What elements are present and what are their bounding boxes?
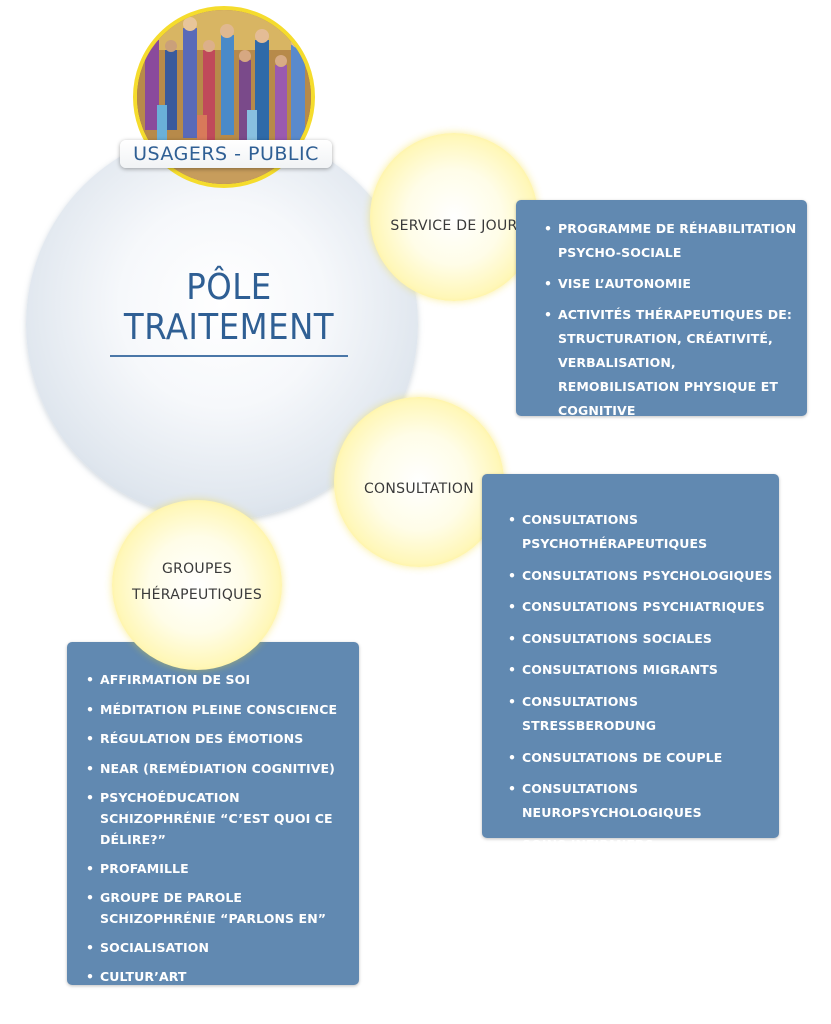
list-item: AFFIRMATION DE SOI xyxy=(84,669,356,691)
list-item: CONSULTATIONS DE COUPLE xyxy=(506,746,776,770)
list-item: MÉDITATION PLEINE CONSCIENCE xyxy=(84,699,356,721)
pole-title-line2: TRAITEMENT xyxy=(123,307,335,348)
list-item: CONSULTATIONS NEUROPSYCHOLOGIQUES xyxy=(506,777,776,825)
consultation-label: CONSULTATION xyxy=(363,481,474,497)
consultation-circle xyxy=(334,397,504,567)
groupes-label: GROUPES THÉRAPEUTIQUES xyxy=(112,558,282,606)
list-item: CONSULTATIONS SOCIALES xyxy=(506,627,776,651)
list-item: PROFAMILLE xyxy=(84,858,356,880)
list-item: SOINS INFIRMIERS xyxy=(506,833,776,857)
service-jour-box: PROGRAMME DE RÉHABILITATION PSYCHO-SOCIA… xyxy=(516,200,807,418)
list-item: CONSULTATIONS STRESSBERODUNG xyxy=(506,690,776,738)
groupes-label-line2: THÉRAPEUTIQUES xyxy=(131,587,263,603)
list-item: ACTIVITÉS THÉRAPEUTIQUES DE: STRUCTURATI… xyxy=(542,303,800,423)
service-jour-list: PROGRAMME DE RÉHABILITATION PSYCHO-SOCIA… xyxy=(542,217,800,430)
usagers-public-label: USAGERS - PUBLIC xyxy=(120,140,332,168)
list-item: NEAR (REMÉDIATION COGNITIVE) xyxy=(84,758,356,780)
list-item: VISE L’AUTONOMIE xyxy=(542,272,800,296)
list-item: PSYCHOÉDUCATION SCHIZOPHRÉNIE “C’EST QUO… xyxy=(84,787,356,850)
list-item: GROUPE DE PAROLE SCHIZOPHRÉNIE “PARLONS … xyxy=(84,887,356,929)
service-jour-circle xyxy=(370,133,538,301)
groupes-list: AFFIRMATION DE SOI MÉDITATION PLEINE CON… xyxy=(84,669,356,996)
list-item: CULTUR’ART xyxy=(84,966,356,988)
list-item: SOCIALISATION xyxy=(84,937,356,959)
list-item: CONSULTATIONS PSYCHIATRIQUES xyxy=(506,595,776,619)
pole-title-line1: PÔLE xyxy=(186,267,272,308)
consultation-list: CONSULTATIONS PSYCHOTHÉRAPEUTIQUES CONSU… xyxy=(506,508,776,864)
list-item: RÉGULATION DES ÉMOTIONS xyxy=(84,728,356,750)
list-item: CONSULTATIONS PSYCHOLOGIQUES xyxy=(506,564,776,588)
groupes-box: AFFIRMATION DE SOI MÉDITATION PLEINE CON… xyxy=(67,642,359,988)
consultation-box: CONSULTATIONS PSYCHOTHÉRAPEUTIQUES CONSU… xyxy=(482,474,779,857)
groupes-circle xyxy=(112,500,282,670)
pole-title: PÔLE TRAITEMENT xyxy=(110,268,348,348)
title-underline xyxy=(110,355,348,357)
groupes-label-line1: GROUPES xyxy=(161,561,233,577)
list-item: CONSULTATIONS MIGRANTS xyxy=(506,658,776,682)
service-jour-label: SERVICE DE JOUR xyxy=(390,218,518,234)
list-item: PROGRAMME DE RÉHABILITATION PSYCHO-SOCIA… xyxy=(542,217,800,265)
list-item: CONSULTATIONS PSYCHOTHÉRAPEUTIQUES xyxy=(506,508,776,556)
